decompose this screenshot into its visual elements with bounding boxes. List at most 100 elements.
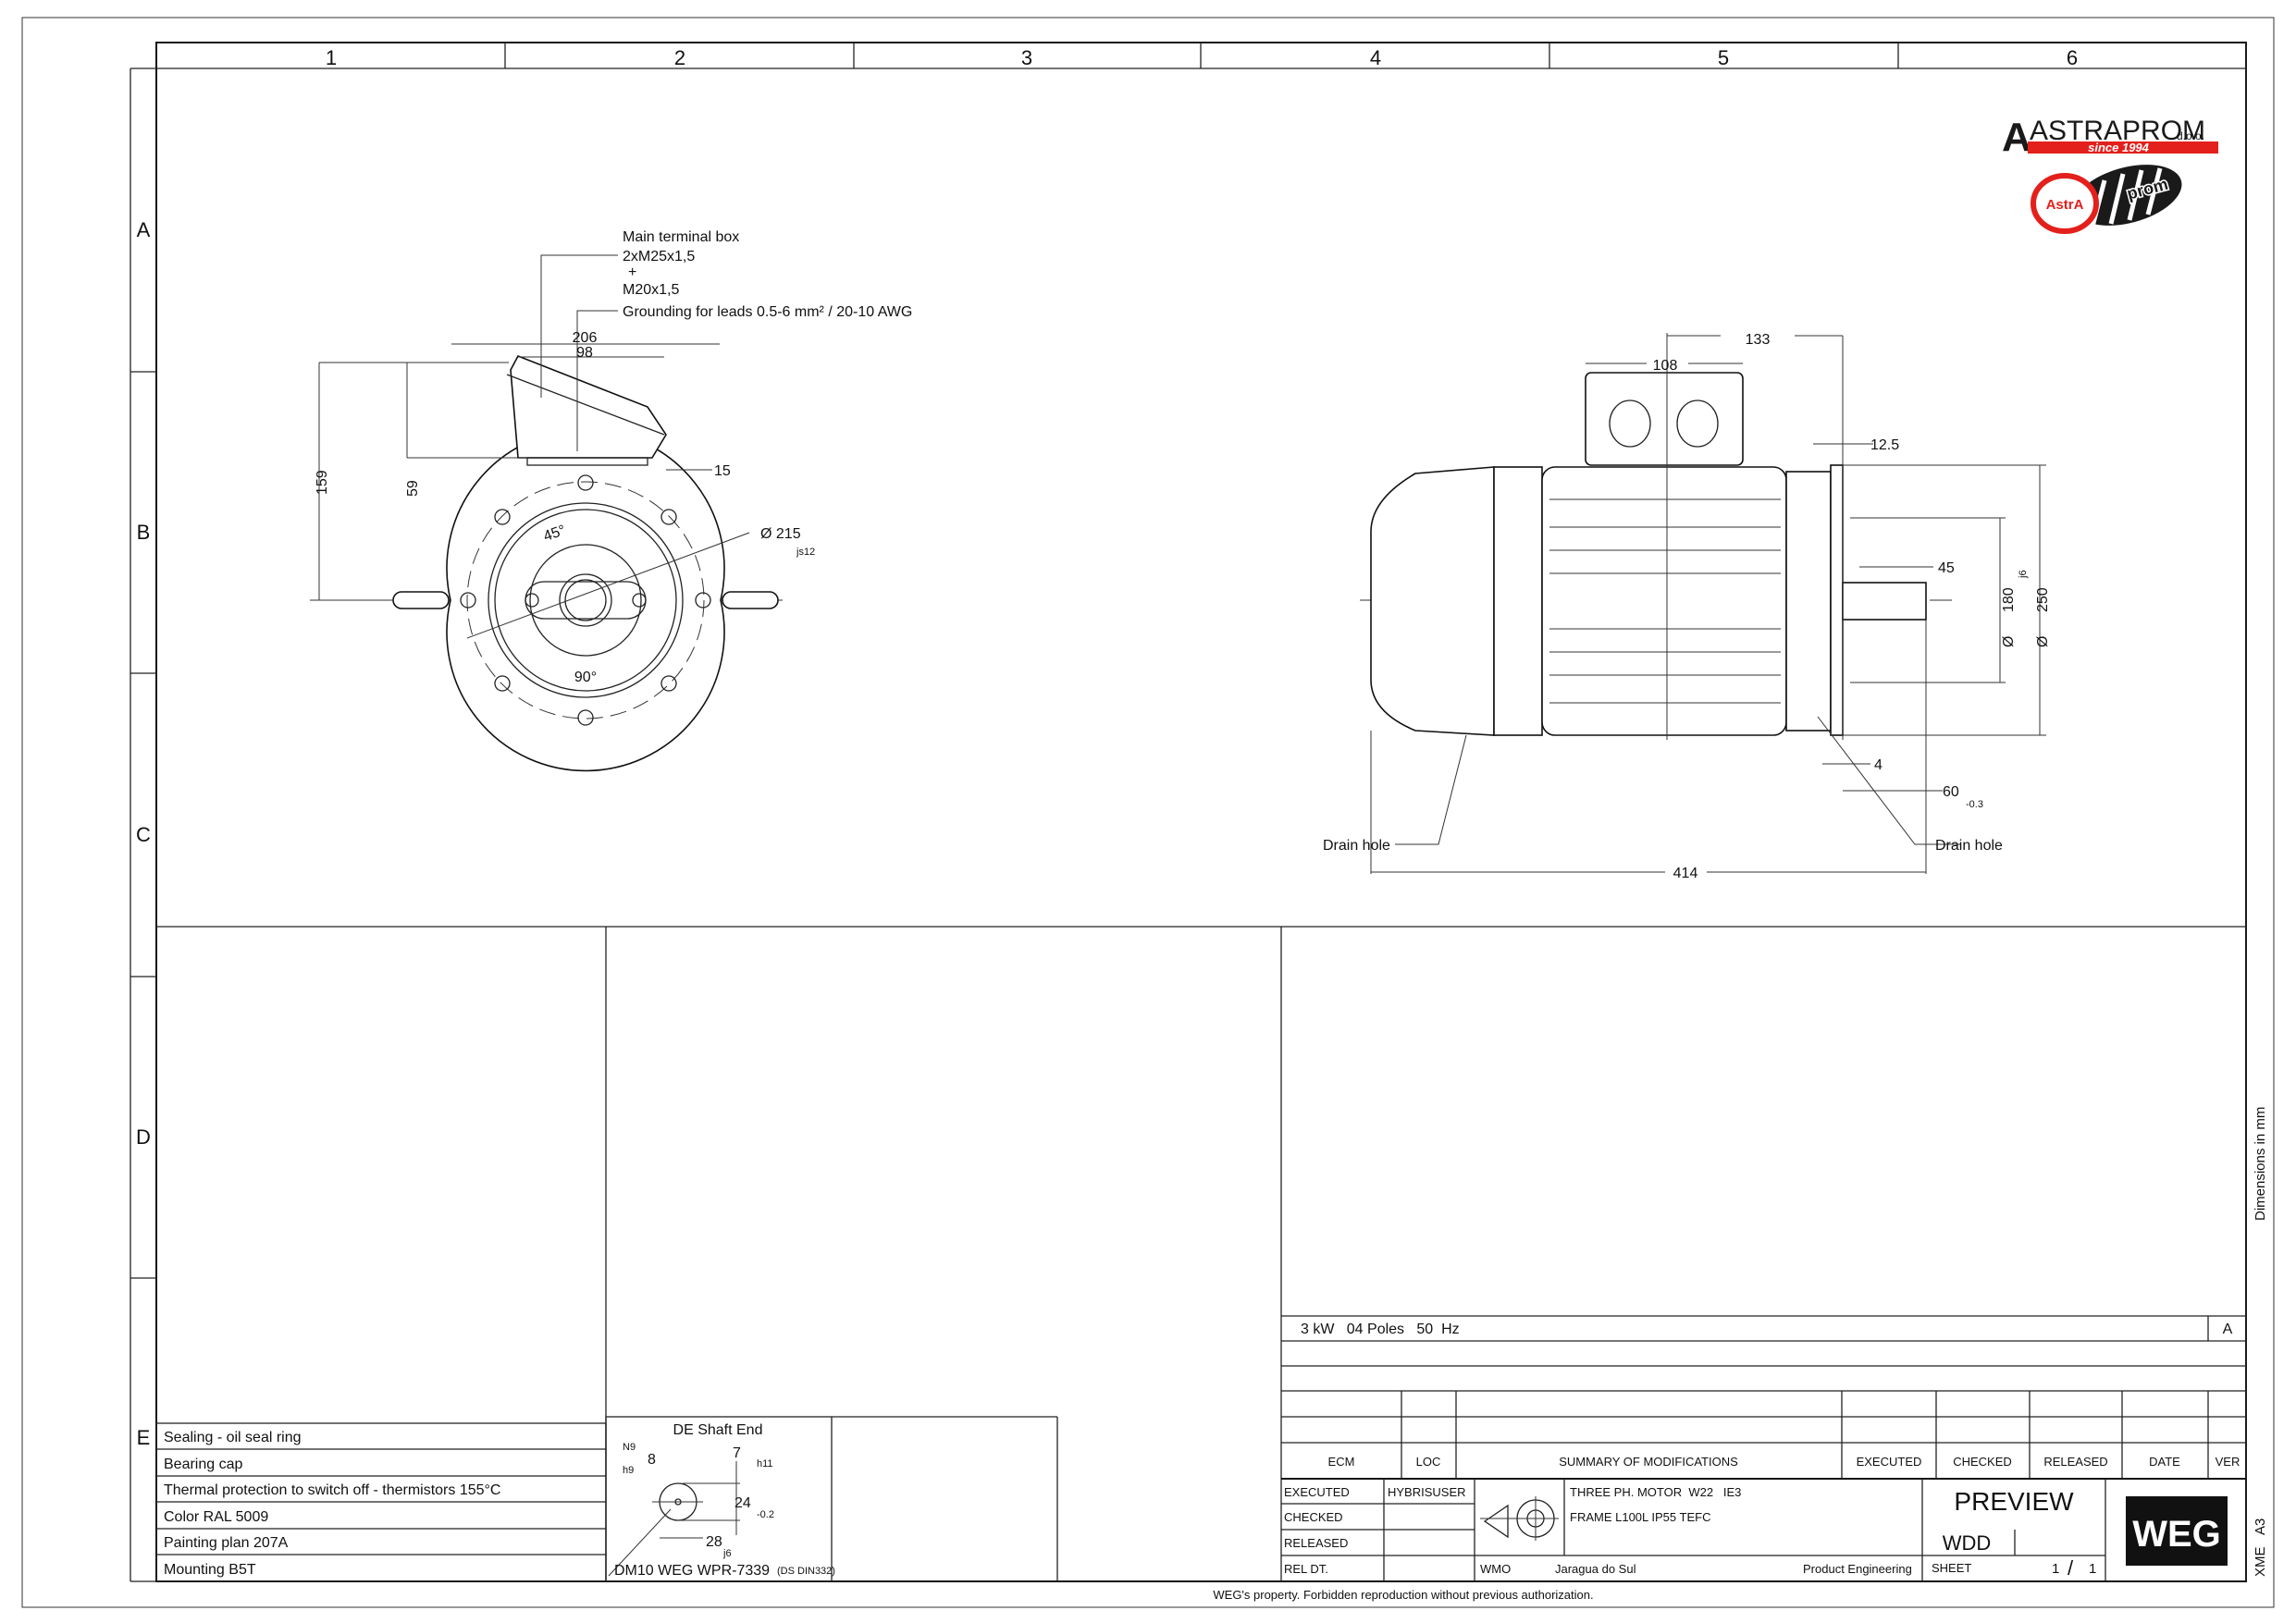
shaft-end-title: DE Shaft End [673, 1422, 763, 1438]
rel-dt-label: REL DT. [1284, 1562, 1328, 1576]
footer-copyright: WEG's property. Forbidden reproduction w… [1213, 1588, 1593, 1602]
row-label: B [137, 521, 151, 544]
tol-h9: h9 [623, 1465, 634, 1476]
dim-98: 98 [576, 345, 593, 361]
dim-206: 206 [573, 330, 598, 346]
shaft-end-detail: DE Shaft End N9 h9 8 7 h11 24 -0.2 28 j6… [605, 1416, 1058, 1582]
header-released: RELEASED [2043, 1455, 2107, 1469]
gland-spec-1: 2xM25x1,5 [623, 249, 695, 264]
note-item: Painting plan 207A [164, 1535, 289, 1551]
dia-250-symbol: Ø [2035, 636, 2051, 647]
key-width: 8 [648, 1452, 656, 1468]
column-label: 3 [1021, 46, 1032, 69]
dim-215: Ø 215 [760, 526, 801, 542]
side-view: 133 108 12.5 45 180 j6 Ø 250 Ø 4 60 -0.3… [1323, 332, 2051, 881]
header-loc: LOC [1416, 1455, 1441, 1469]
status-preview: PREVIEW [1954, 1487, 2074, 1516]
angle-90: 90° [574, 670, 597, 685]
row-labels: A B C D E [136, 218, 151, 1449]
astraprom-logo: A ASTRAPROM d.o.o. since 1994 prom AstrA [2002, 115, 2218, 234]
column-label: 2 [674, 46, 685, 69]
column-dividers [504, 43, 1899, 68]
drain-hole-left: Drain hole [1323, 838, 1390, 854]
header-ecm: ECM [1328, 1455, 1355, 1469]
terminal-box-label: Main terminal box [623, 229, 739, 245]
note-item: Color RAL 5009 [164, 1509, 268, 1525]
executed-label: EXECUTED [1284, 1485, 1350, 1499]
motor-rating: 3 kW 04 Poles 50 Hz [1301, 1322, 1460, 1337]
sheet-label: SHEET [1932, 1561, 1971, 1575]
weg-logo: WEG [2126, 1496, 2228, 1566]
logo-suffix: d.o.o. [2177, 129, 2204, 142]
logo-badge-left: AstrA [2046, 197, 2084, 213]
column-label: 4 [1370, 46, 1381, 69]
row-label: C [136, 823, 151, 846]
gland-plus: + [628, 264, 636, 280]
header-checked: CHECKED [1953, 1455, 2012, 1469]
paper-size: A3 [2253, 1518, 2268, 1535]
logo-bar [2028, 141, 2218, 154]
dim-108: 108 [1653, 358, 1678, 374]
dim-12-5: 12.5 [1870, 437, 1899, 453]
row-label: D [136, 1125, 151, 1149]
center-thread-std: (DS DIN332) [777, 1566, 835, 1577]
tol-h11: h11 [757, 1458, 773, 1469]
dimensions-note: Dimensions in mm [2253, 1107, 2268, 1221]
shaft-diameter: 28 [706, 1534, 722, 1550]
dim-4: 4 [1874, 757, 1882, 773]
logo-company: ASTRAPROM [2030, 116, 2205, 146]
dia-180-symbol: Ø [2001, 636, 2017, 647]
tol-60: -0.3 [1966, 799, 1983, 810]
drain-hole-right: Drain hole [1935, 838, 2003, 854]
key-depth: 7 [733, 1445, 741, 1461]
revision-letter: A [2223, 1322, 2233, 1337]
dim-159: 159 [315, 470, 330, 495]
dim-250: 250 [2035, 587, 2051, 612]
shaft-dia-tol: j6 [722, 1548, 732, 1559]
checked-label: CHECKED [1284, 1510, 1343, 1524]
key-dim: 24 [734, 1495, 751, 1511]
grounding-note: Grounding for leads 0.5-6 mm² / 20-10 AW… [623, 304, 912, 320]
header-executed: EXECUTED [1857, 1455, 1922, 1469]
notes-table: Sealing - oil seal ring Bearing cap Ther… [155, 1422, 607, 1582]
row-dividers [130, 371, 156, 1582]
description-line-1: THREE PH. MOTOR W22 IE3 [1570, 1485, 1741, 1499]
column-labels: 1 2 3 4 5 6 [326, 46, 2078, 69]
description-line-2: FRAME L100L IP55 TEFC [1570, 1510, 1710, 1524]
tol-180: j6 [2018, 570, 2029, 579]
tol-n9: N9 [623, 1442, 636, 1453]
outer-border [21, 17, 2275, 1608]
note-item: Bearing cap [164, 1457, 242, 1472]
dim-133: 133 [1746, 332, 1771, 348]
wmo-label: WMO [1480, 1562, 1511, 1576]
note-item: Mounting B5T [164, 1562, 256, 1578]
key-tol: -0.2 [757, 1509, 774, 1520]
logo-initial: A [2002, 115, 2031, 160]
doc-type: WDD [1943, 1531, 1992, 1555]
sheet-total: 1 [2089, 1561, 2096, 1577]
note-item: Thermal protection to switch off - therm… [164, 1482, 500, 1498]
note-item: Sealing - oil seal ring [164, 1430, 302, 1445]
dim-15: 15 [714, 463, 731, 479]
header-ver: VER [2216, 1455, 2240, 1469]
dim-45: 45 [1938, 560, 1955, 576]
projection-symbol-icon [1480, 1496, 1559, 1541]
dim-180: 180 [2001, 587, 2017, 612]
sheet-separator: / [2068, 1556, 2074, 1580]
weg-logo-text: WEG [2132, 1514, 2221, 1555]
location: Jaragua do Sul [1555, 1562, 1636, 1576]
center-thread: DM10 WEG WPR-7339 [614, 1563, 770, 1579]
executed-by: HYBRISUSER [1388, 1485, 1466, 1499]
column-label: 5 [1718, 46, 1729, 69]
row-label: A [137, 218, 151, 241]
drawing-frame [155, 42, 2247, 1582]
department: Product Engineering [1803, 1562, 1912, 1576]
header-summary: SUMMARY OF MODIFICATIONS [1559, 1455, 1738, 1469]
tol-215: js12 [796, 547, 815, 558]
column-label: 6 [2067, 46, 2078, 69]
gland-spec-2: M20x1,5 [623, 282, 679, 298]
dim-59: 59 [405, 480, 421, 497]
drawing-code: XME [2253, 1546, 2268, 1577]
released-label: RELEASED [1284, 1536, 1348, 1550]
